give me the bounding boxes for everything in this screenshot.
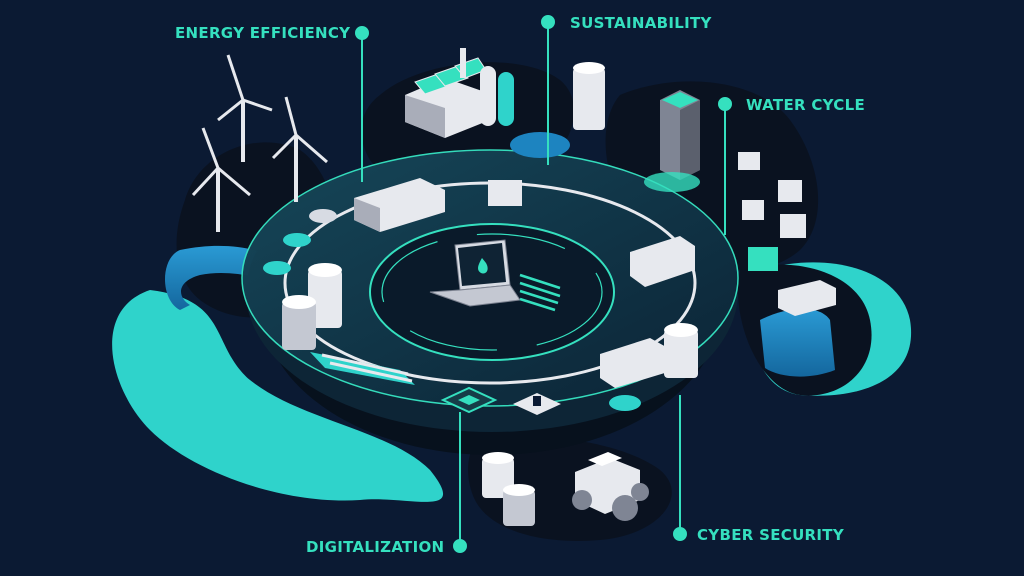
treatment-basin [310, 352, 415, 385]
tractor-icon [572, 452, 649, 521]
processor-chip-icon [440, 386, 498, 414]
label-sustainability: SUSTAINABILITY [570, 14, 712, 32]
laptop-water-drop-icon [429, 239, 561, 312]
storage-tank-bottom [482, 452, 535, 526]
label-energy-efficiency: ENERGY EFFICIENCY [175, 24, 351, 42]
water-pool-left [112, 290, 444, 502]
tower-building [644, 90, 700, 192]
storage-tank-icon [510, 62, 605, 158]
river-right [760, 308, 835, 377]
platform-inner-ring [381, 233, 603, 351]
wind-turbine-icon [191, 54, 328, 232]
storage-tanks-left [282, 263, 698, 378]
label-water-cycle: WATER CYCLE [746, 96, 866, 114]
label-cyber-security: CYBER SECURITY [697, 526, 844, 544]
callout-connectors [355, 15, 732, 553]
security-lock-icon [513, 393, 561, 415]
factory-building [405, 48, 514, 138]
houses [738, 152, 806, 271]
label-digitalization: DIGITALIZATION [306, 538, 445, 556]
sensor-dials [263, 209, 641, 411]
industrial-units [354, 178, 836, 388]
